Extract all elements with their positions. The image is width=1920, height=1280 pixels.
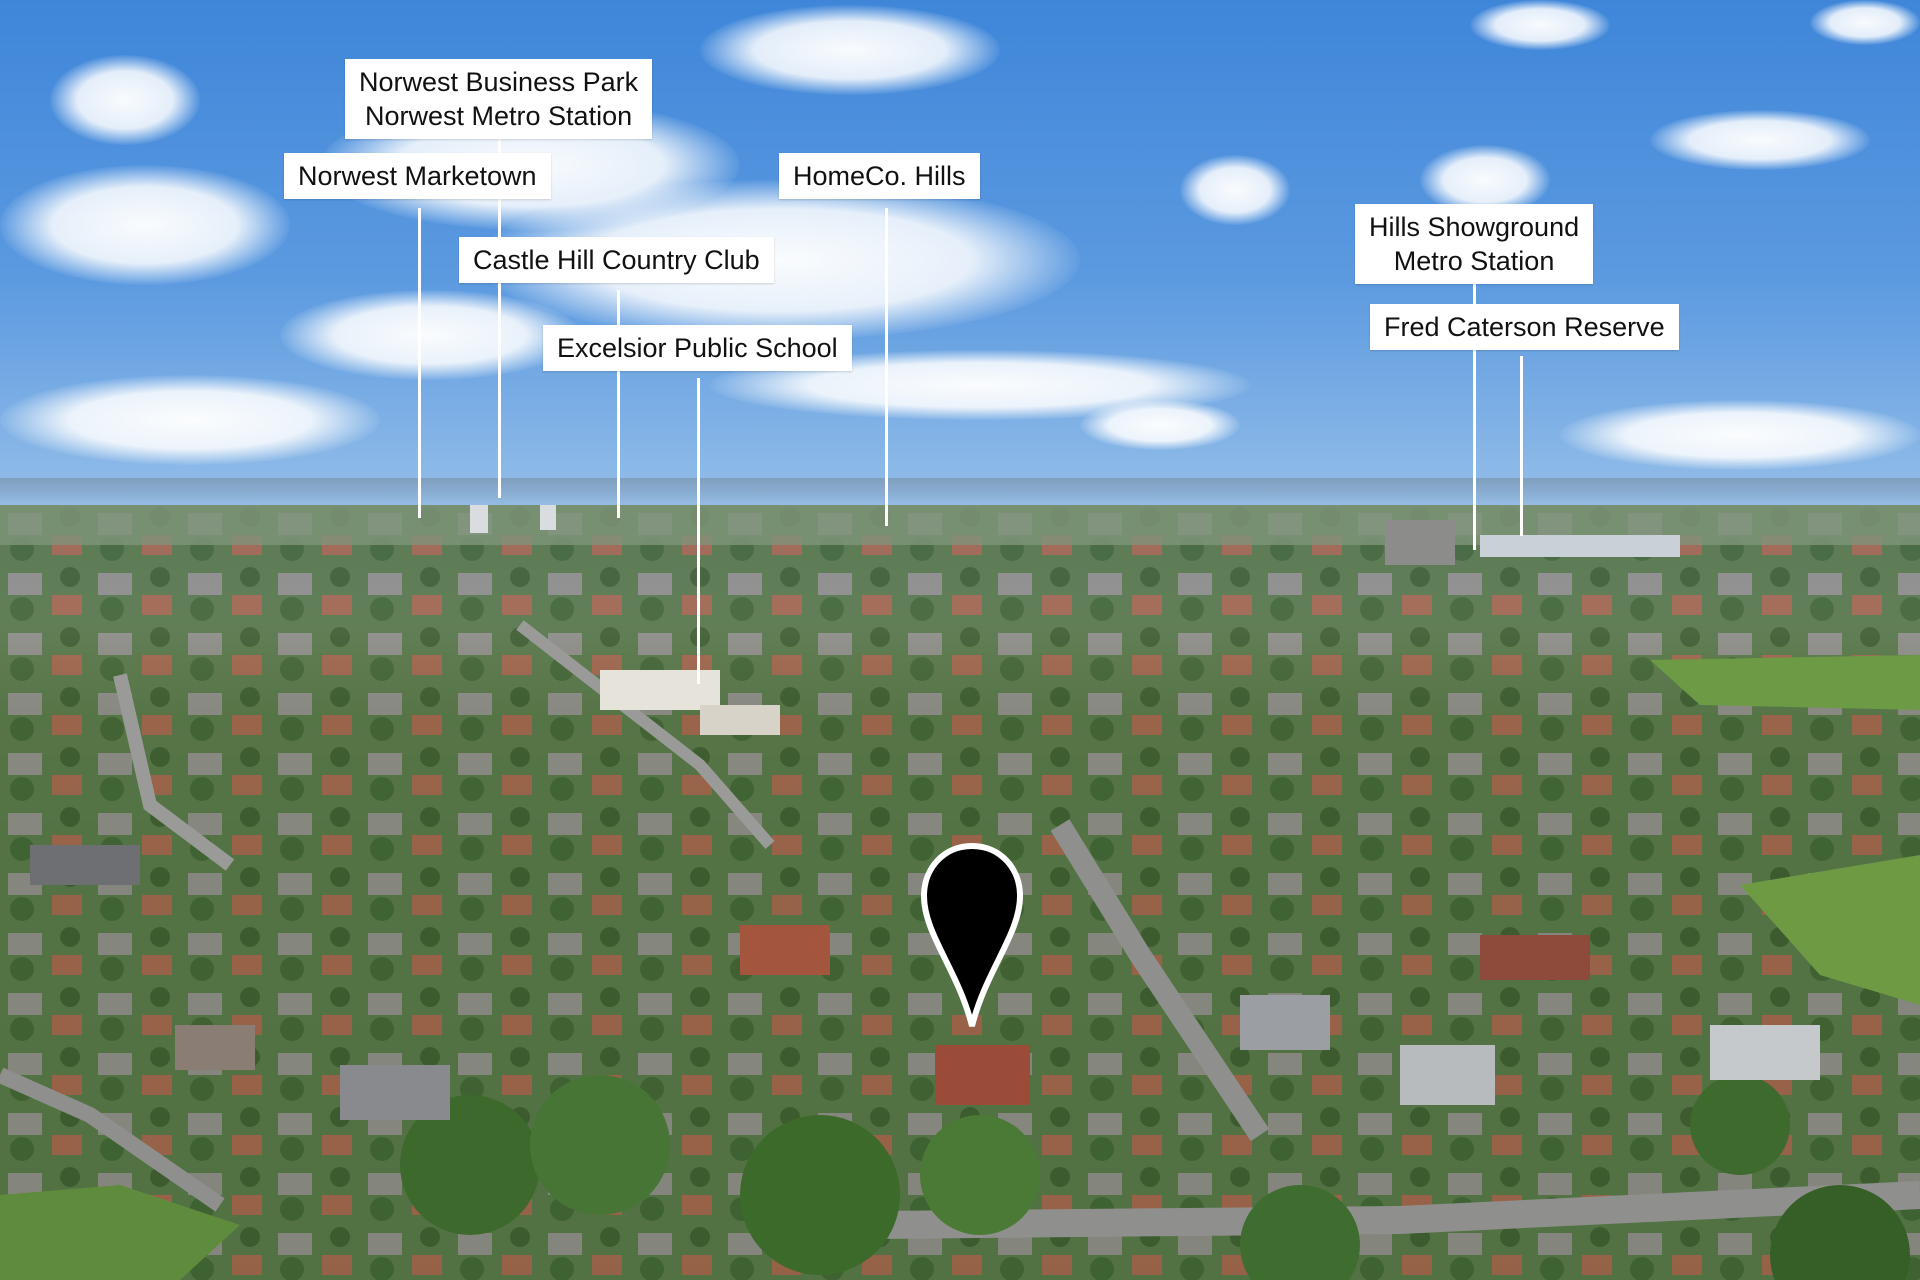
- leader-line-norwest-business-park: [498, 131, 501, 498]
- cloud: [700, 5, 1000, 95]
- leader-line-fred-caterson-reserve: [1520, 356, 1523, 536]
- location-pin-icon: [920, 842, 1024, 1027]
- leader-line-excelsior-public-school: [697, 378, 700, 684]
- label-norwest-marketown: Norwest Marketown: [284, 153, 551, 199]
- label-homeco-hills: HomeCo. Hills: [779, 153, 980, 199]
- label-text: Norwest Metro Station: [365, 101, 633, 131]
- cloud: [1560, 400, 1920, 470]
- cloud: [1080, 400, 1240, 450]
- label-fred-caterson-reserve: Fred Caterson Reserve: [1370, 304, 1679, 350]
- cloud: [0, 165, 290, 285]
- cloud: [280, 290, 580, 380]
- label-hills-showground-metro-station: Hills Showground Metro Station: [1355, 204, 1594, 284]
- label-excelsior-public-school: Excelsior Public School: [543, 325, 852, 371]
- leader-line-hills-showground: [1473, 275, 1476, 550]
- cloud: [0, 375, 380, 465]
- label-castle-hill-country-club: Castle Hill Country Club: [459, 237, 774, 283]
- label-text: HomeCo. Hills: [793, 161, 966, 191]
- cloud: [50, 55, 200, 145]
- label-text: Norwest Business Park: [359, 67, 639, 97]
- label-text: Norwest Marketown: [298, 161, 537, 191]
- label-text: Castle Hill Country Club: [473, 245, 760, 275]
- leader-line-norwest-marketown: [418, 208, 421, 518]
- label-norwest-business-park: Norwest Business Park Norwest Metro Stat…: [345, 59, 653, 139]
- cloud: [1180, 155, 1290, 225]
- leader-line-castle-hill-country-club: [617, 290, 620, 518]
- label-text: Metro Station: [1393, 246, 1555, 276]
- cloud: [1810, 0, 1920, 45]
- cloud: [1650, 110, 1870, 170]
- cloud: [1420, 145, 1550, 215]
- leader-line-homeco-hills: [885, 208, 888, 526]
- label-text: Fred Caterson Reserve: [1384, 312, 1665, 342]
- label-text: Hills Showground: [1369, 212, 1580, 242]
- cloud: [1470, 0, 1610, 50]
- horizon-haze: [0, 478, 1920, 508]
- label-text: Excelsior Public School: [557, 333, 838, 363]
